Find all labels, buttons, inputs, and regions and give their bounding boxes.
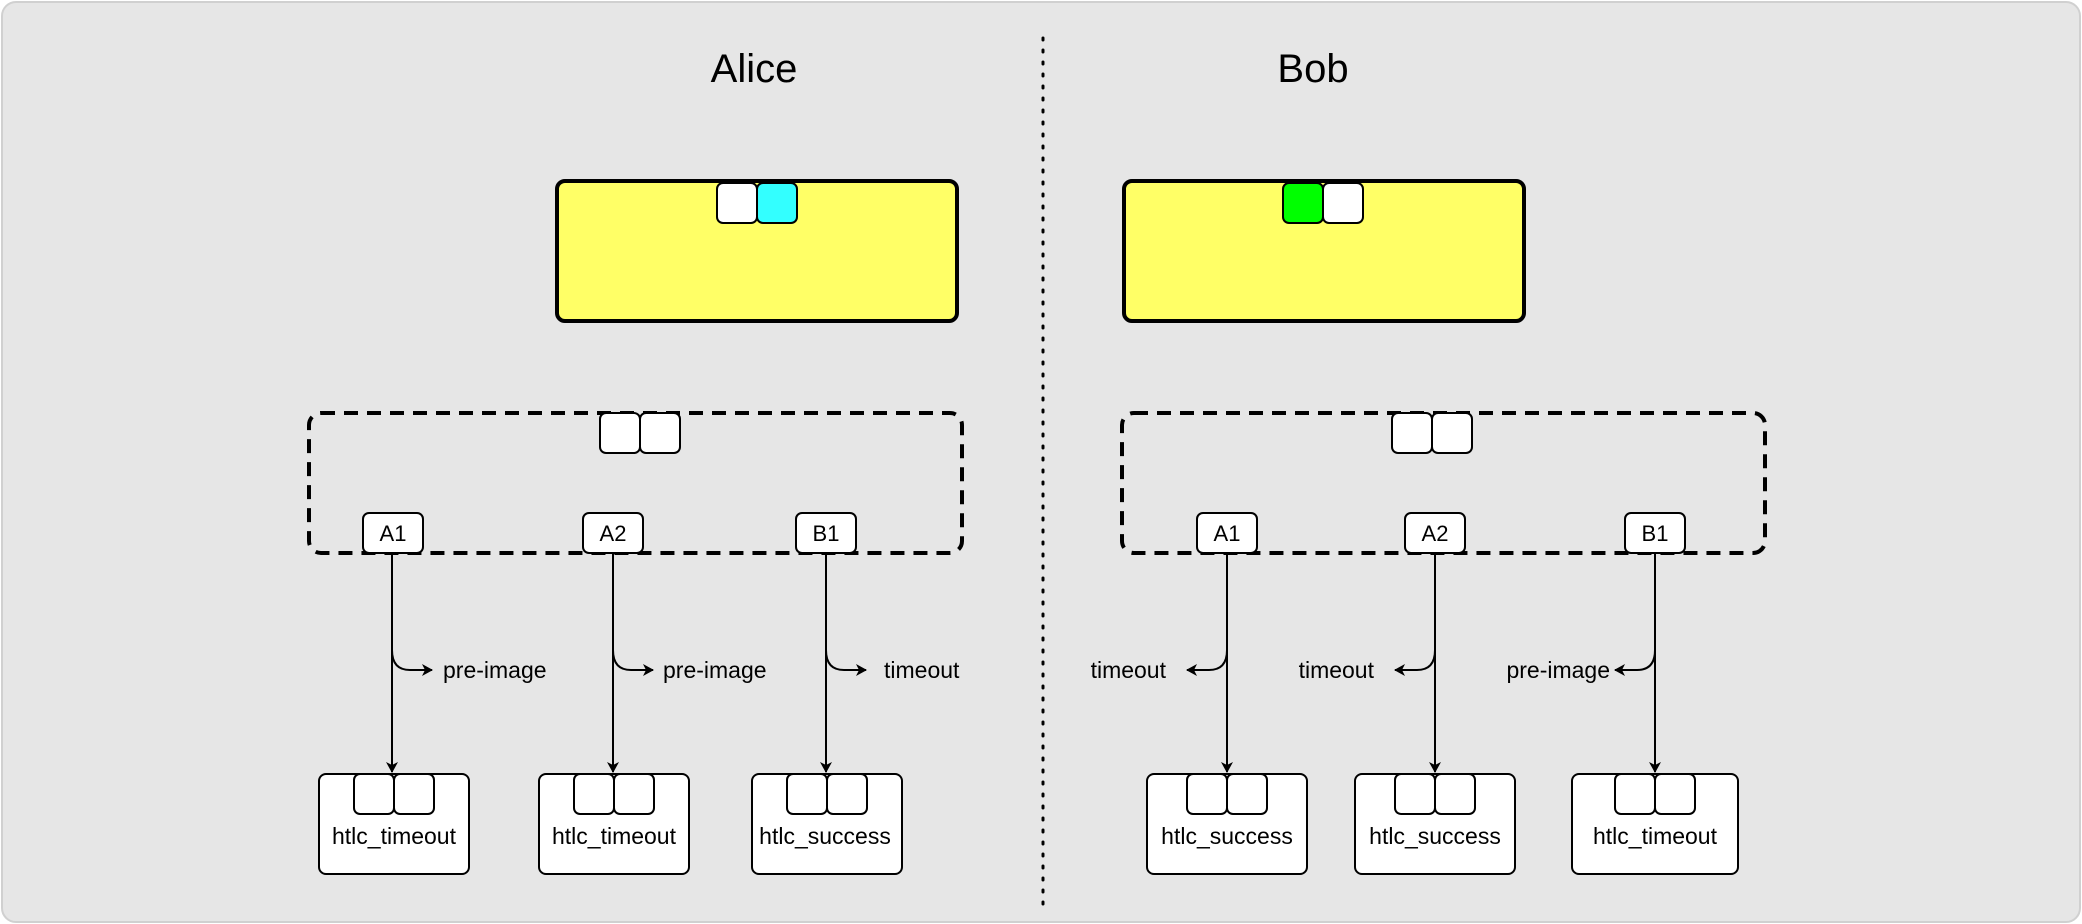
bob-title: Bob	[1277, 47, 1348, 91]
alice-output-a1-tx: htlc_timeout	[332, 823, 457, 849]
bob-commitment-input-right	[1322, 182, 1364, 224]
alice-commitment-tx	[555, 179, 959, 323]
alice-output-a2-label: A2	[600, 521, 627, 546]
alice-title: Alice	[711, 47, 798, 91]
bob-output-a2: A2 timeout htlc_success	[1299, 512, 1516, 875]
alice-output-b1-tx: htlc_success	[759, 823, 891, 849]
bob-output-b1-tx: htlc_timeout	[1593, 823, 1718, 849]
alice-output-b1-label: B1	[813, 521, 840, 546]
bob-output-a1-condition: timeout	[1091, 657, 1167, 683]
alice-output-b1: B1 timeout htlc_success	[751, 512, 960, 875]
bob-output-a1-tx: htlc_success	[1161, 823, 1293, 849]
alice-output-a2-tx: htlc_timeout	[552, 823, 677, 849]
alice-commitment-input-left	[716, 182, 758, 224]
bob-output-a2-condition: timeout	[1299, 657, 1375, 683]
alice-htlc-outputs-group	[307, 411, 964, 555]
alice-output-a1: A1 pre-image htlc_timeout	[318, 512, 547, 875]
alice-output-b1-condition: timeout	[884, 657, 960, 683]
bob-output-a2-tx: htlc_success	[1369, 823, 1501, 849]
bob-output-b1: B1 pre-image htlc_timeout	[1506, 512, 1739, 875]
alice-output-a1-condition: pre-image	[443, 657, 547, 683]
alice-output-a2-condition: pre-image	[663, 657, 767, 683]
alice-output-a1-label: A1	[380, 521, 407, 546]
bob-output-b1-label: B1	[1642, 521, 1669, 546]
bob-commitment-tx	[1122, 179, 1526, 323]
alice-commitment-input-right	[756, 182, 798, 224]
bob-output-a1: A1 timeout htlc_success	[1091, 512, 1308, 875]
bob-output-a1-label: A1	[1214, 521, 1241, 546]
bob-output-a2-label: A2	[1422, 521, 1449, 546]
bob-commitment-input-left	[1282, 182, 1324, 224]
bob-output-b1-condition: pre-image	[1506, 657, 1610, 683]
alice-output-a2: A2 pre-image htlc_timeout	[538, 512, 767, 875]
